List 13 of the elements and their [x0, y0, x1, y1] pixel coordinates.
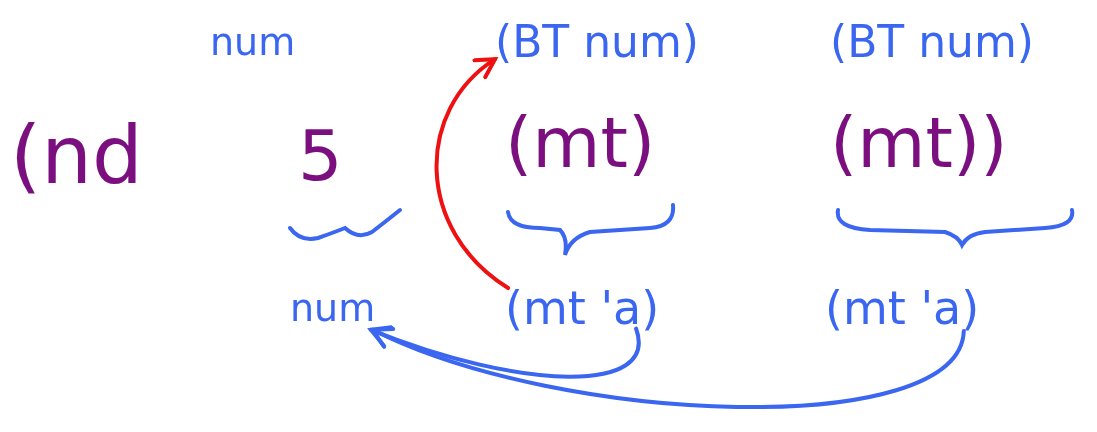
- handwritten-term: (mt 'a): [505, 283, 660, 334]
- handwritten-term: (nd: [10, 112, 143, 200]
- handwritten-term: (mt)): [830, 105, 1008, 182]
- arrow: [370, 325, 966, 409]
- arrow: [434, 57, 511, 291]
- handwritten-term: (BT num): [495, 18, 699, 67]
- handwritten-term: (mt): [505, 105, 656, 182]
- handwritten-term: num: [210, 22, 296, 64]
- handwritten-term: (BT num): [830, 18, 1034, 67]
- handwritten-term: num: [290, 288, 376, 330]
- handwritten-term: 5: [298, 118, 343, 195]
- arrow: [368, 324, 641, 379]
- handwritten-term: (mt 'a): [825, 283, 980, 334]
